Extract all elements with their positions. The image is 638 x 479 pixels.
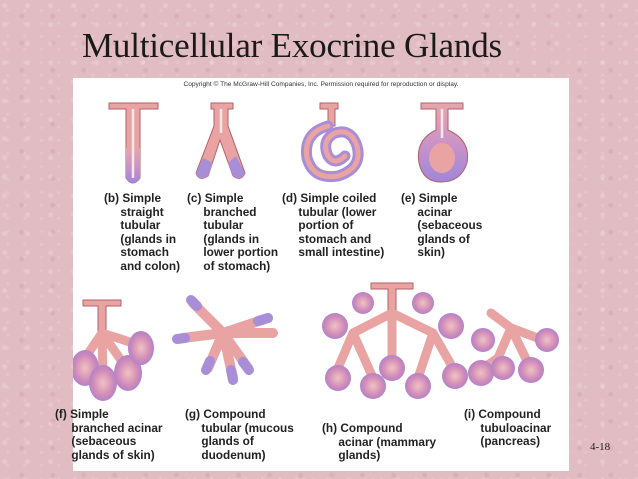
gland-c-simple-branched-tubular xyxy=(195,102,246,179)
label-g: (g) Compound tubular (mucous glands of d… xyxy=(185,407,294,462)
copyright-notice: Copyright © The McGraw-Hill Companies, I… xyxy=(183,81,459,88)
slide-title: Multicellular Exocrine Glands xyxy=(82,26,502,65)
label-d: (d) Simple coiled tubular (lower portion… xyxy=(282,191,385,260)
label-i: (i) Compound tubuloacinar (pancreas) xyxy=(464,407,552,449)
gland-d-simple-coiled-tubular xyxy=(300,102,364,183)
label-h: (h) Compound acinar (mammary glands) xyxy=(322,421,437,463)
figure-panel: Copyright © The McGraw-Hill Companies, I… xyxy=(55,78,569,471)
gland-e-simple-acinar xyxy=(417,102,469,183)
page-number: 4-18 xyxy=(590,441,611,453)
label-f: (f) Simple branched acinar (sebaceous gl… xyxy=(55,407,163,462)
gland-g-compound-tubular xyxy=(172,295,278,385)
label-b: (b) Simple straight tubular (glands in s… xyxy=(104,191,181,273)
gland-h-compound-acinar xyxy=(322,282,468,399)
gland-f-simple-branched-acinar xyxy=(73,299,154,401)
gland-i-compound-tubuloacinar xyxy=(468,308,559,386)
gland-b-simple-straight-tubular xyxy=(108,102,159,184)
label-c: (c) Simple branched tubular (glands in l… xyxy=(187,191,279,273)
label-e: (e) Simple acinar (sebaceous glands of s… xyxy=(401,191,483,260)
gland-illustrations xyxy=(73,102,559,401)
